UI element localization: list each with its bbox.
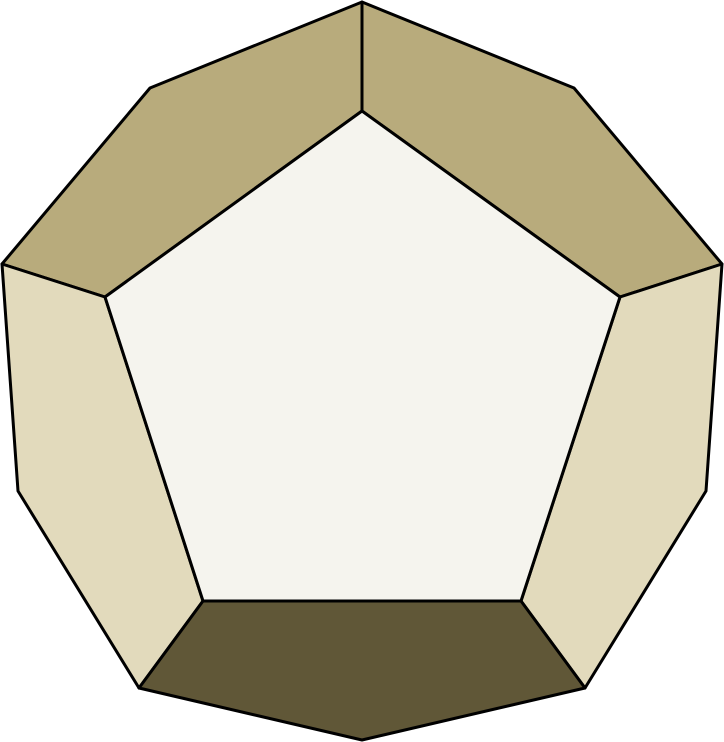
center-face	[103, 109, 622, 603]
bottom-face	[137, 599, 587, 742]
